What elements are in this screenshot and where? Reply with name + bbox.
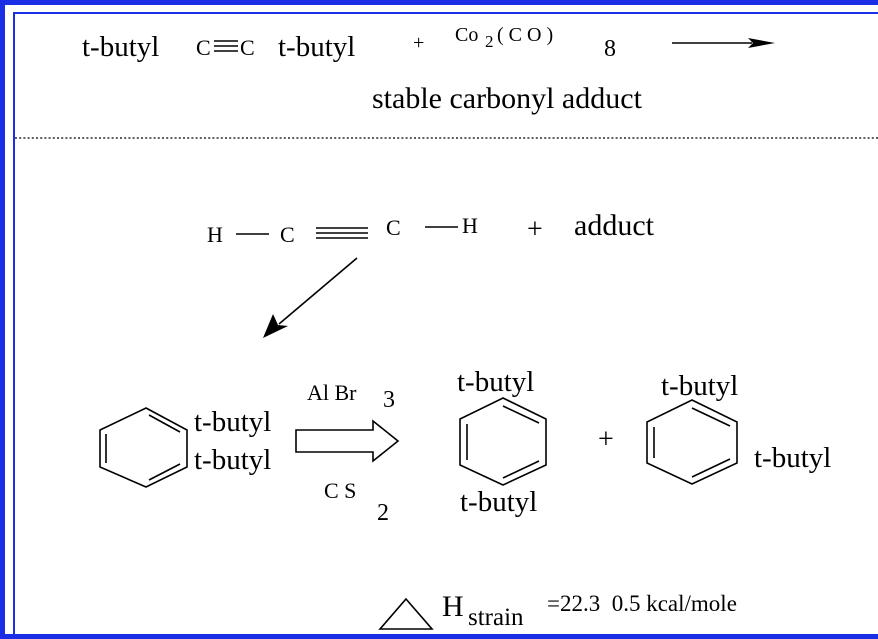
r3-reagent-bottom: C S [324, 478, 356, 503]
r1-reaction-arrow [672, 38, 775, 48]
r2-triple-bond [316, 227, 368, 239]
r3-start-benzene-ring [99, 407, 188, 488]
r3-reagent-bottom-sub: 2 [377, 500, 389, 526]
r3-product1-top-substituent: t-butyl [457, 366, 534, 398]
r1-product: stable carbonyl adduct [372, 82, 643, 115]
r3-plus: + [598, 424, 614, 455]
r1-reactant-left: t-butyl [82, 31, 159, 63]
r2-c-right: C [386, 215, 401, 240]
strain-subscript: strain [468, 604, 524, 631]
frame-left-border [0, 0, 5, 639]
r3-reagent-top: Al Br [307, 380, 357, 405]
strain-value: =22.3 0.5 kcal/mole [547, 591, 737, 616]
r2-diagonal-arrow [263, 257, 358, 338]
r1-triple-c-left: C [196, 35, 211, 60]
r3-product2-top-substituent: t-butyl [661, 370, 738, 402]
r1-catalyst-co: Co [455, 24, 478, 46]
r2-h-left: H [207, 222, 223, 247]
r3-product2-benzene-ring [646, 399, 738, 485]
r3-product1-benzene-ring [459, 397, 547, 486]
strain-symbol: H [442, 590, 464, 623]
r3-product1-bottom-substituent: t-butyl [460, 486, 537, 518]
frame-inner-left-line [13, 12, 15, 639]
delta-triangle-icon [378, 597, 434, 630]
r1-catalyst-co-sub: 2 [485, 32, 494, 51]
r3-product2-right-substituent: t-butyl [754, 442, 831, 474]
r2-h-right: H [462, 213, 478, 238]
frame-inner-top-line [13, 12, 878, 14]
r3-hollow-arrow [295, 419, 400, 463]
r1-catalyst-paren: ( C O ) [497, 24, 553, 46]
r1-reactant-right: t-butyl [278, 31, 355, 63]
r2-c-left: C [280, 222, 295, 247]
r2-plus: + [527, 214, 543, 245]
frame-bottom-border [0, 634, 878, 639]
r1-catalyst-paren-sub: 8 [604, 36, 616, 62]
r1-triple-bond [214, 40, 238, 52]
r3-start-substituent-2: t-butyl [194, 444, 271, 476]
r3-reagent-top-sub: 3 [383, 387, 395, 413]
r1-triple-c-right: C [240, 35, 255, 60]
r3-start-substituent-1: t-butyl [194, 406, 271, 438]
frame-top-border [0, 0, 878, 5]
r1-plus: + [413, 32, 424, 54]
r2-partner: adduct [574, 209, 655, 242]
